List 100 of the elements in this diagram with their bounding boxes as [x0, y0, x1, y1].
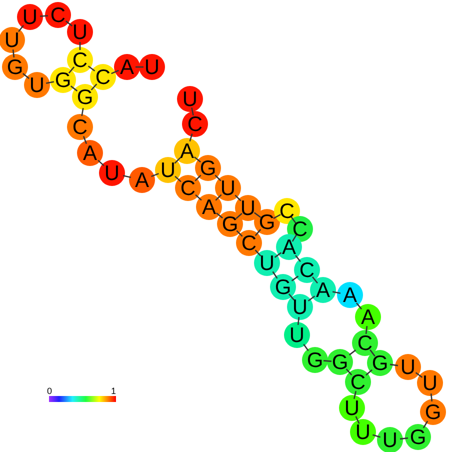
- backbone-line: [312, 276, 318, 284]
- nucleotide-circle: [77, 140, 103, 166]
- backbone-line: [151, 172, 159, 178]
- nucleotide-circle: [196, 194, 222, 220]
- nucleotide-circle: [139, 54, 165, 80]
- backbone-line: [65, 20, 73, 26]
- nucleotide-circle: [67, 114, 93, 140]
- nucleotide-circle: [0, 27, 25, 53]
- base-letter: U: [240, 198, 256, 218]
- backbone-line: [291, 276, 299, 282]
- base-letter: G: [372, 352, 388, 374]
- base-letter: A: [120, 56, 134, 78]
- base-letter: A: [316, 280, 330, 300]
- backbone-line: [274, 252, 282, 258]
- base-letter: A: [342, 284, 357, 306]
- base-letter: G: [410, 426, 426, 448]
- nucleotide-circle: [345, 369, 371, 395]
- nucleotide-circle: [72, 84, 98, 110]
- nucleotide-circle: [45, 2, 71, 28]
- nucleotide-circle: [90, 64, 116, 90]
- backbone-line: [191, 107, 194, 116]
- backbone-line: [98, 160, 104, 166]
- backbone-line: [12, 49, 15, 58]
- base-letter: C: [241, 232, 257, 254]
- backbone-line: [370, 349, 376, 357]
- nucleotide-circle: [337, 282, 363, 308]
- backbone-line: [297, 316, 300, 326]
- nucleotide-circle: [114, 54, 140, 80]
- nucleotide-circle: [236, 230, 262, 256]
- nucleotide-circle: [287, 294, 313, 320]
- nucleotide-circle: [352, 330, 378, 356]
- backbone-line: [415, 372, 423, 378]
- nucleotide-circle: [17, 4, 43, 30]
- nucleotide-circle: [155, 157, 181, 183]
- base-letter: U: [400, 356, 416, 378]
- base-letter: U: [160, 160, 176, 180]
- base-letter: C: [187, 114, 203, 134]
- base-letter: A: [202, 196, 216, 218]
- base-letter: U: [289, 324, 305, 346]
- nucleotide-circle: [417, 370, 443, 396]
- nucleotide-circle: [67, 47, 93, 73]
- backbone-line: [46, 81, 54, 84]
- base-letter: U: [344, 398, 360, 418]
- nucleotide-circle: [24, 72, 50, 98]
- nucleotide-circle: [420, 399, 446, 425]
- base-letter: U: [355, 422, 371, 442]
- base-letter: G: [258, 212, 276, 232]
- base-letter: C: [180, 178, 196, 198]
- backbone-line: [365, 326, 368, 334]
- scale-tick-label: 1: [111, 387, 116, 396]
- backbone-line: [288, 294, 295, 300]
- nucleotide-circle: [2, 54, 28, 80]
- backbone-line: [273, 214, 281, 219]
- base-letter: U: [72, 22, 88, 42]
- base-letter: G: [6, 56, 24, 78]
- backbone-line: [82, 136, 88, 144]
- backbone-line: [366, 369, 372, 376]
- base-letter: U: [104, 162, 120, 184]
- base-letter: C: [292, 218, 308, 240]
- nucleotide-circle: [302, 347, 328, 373]
- base-letter: U: [22, 6, 38, 28]
- nucleotide-circle: [129, 167, 155, 193]
- backbone-line: [303, 344, 309, 352]
- backbone-line: [174, 176, 182, 182]
- backbone-line: [236, 212, 242, 220]
- backbone-line: [22, 72, 30, 80]
- base-letter: U: [182, 88, 198, 110]
- scale-tick-label: 0: [47, 387, 52, 396]
- nucleotide-circle: [339, 395, 365, 421]
- backbone-line: [272, 271, 278, 279]
- base-letter: C: [72, 50, 88, 70]
- nucleotide-circle: [284, 322, 310, 348]
- base-letter: U: [292, 296, 308, 318]
- nucleotide-circle: [175, 175, 201, 201]
- nucleotide-circle: [215, 175, 241, 201]
- base-letter: C: [95, 66, 111, 88]
- nucleotide-circle: [327, 349, 353, 375]
- base-letter: U: [29, 74, 45, 96]
- base-letter: U: [220, 178, 236, 198]
- nucleotide-circle: [377, 427, 403, 452]
- nucleotide-circle: [355, 304, 381, 330]
- base-letter: C: [50, 4, 66, 26]
- backbone-line: [254, 212, 262, 218]
- backbone-line: [308, 296, 316, 302]
- backbone-line: [81, 108, 84, 116]
- backbone-line: [111, 70, 119, 74]
- base-letter: A: [360, 306, 375, 328]
- base-letter: A: [134, 170, 149, 190]
- backbone-line: [254, 250, 262, 256]
- backbone-line: [430, 393, 433, 402]
- backbone-line: [332, 291, 341, 294]
- base-letter: G: [306, 350, 324, 370]
- backbone-line: [254, 229, 262, 236]
- nucleotide-circle: [294, 257, 320, 283]
- backbone-line: [348, 350, 356, 356]
- backbone-line: [195, 194, 202, 201]
- backbone-line: [353, 390, 357, 400]
- base-letter: G: [222, 214, 238, 234]
- base-letter: U: [259, 252, 275, 274]
- base-letter: C: [357, 332, 373, 354]
